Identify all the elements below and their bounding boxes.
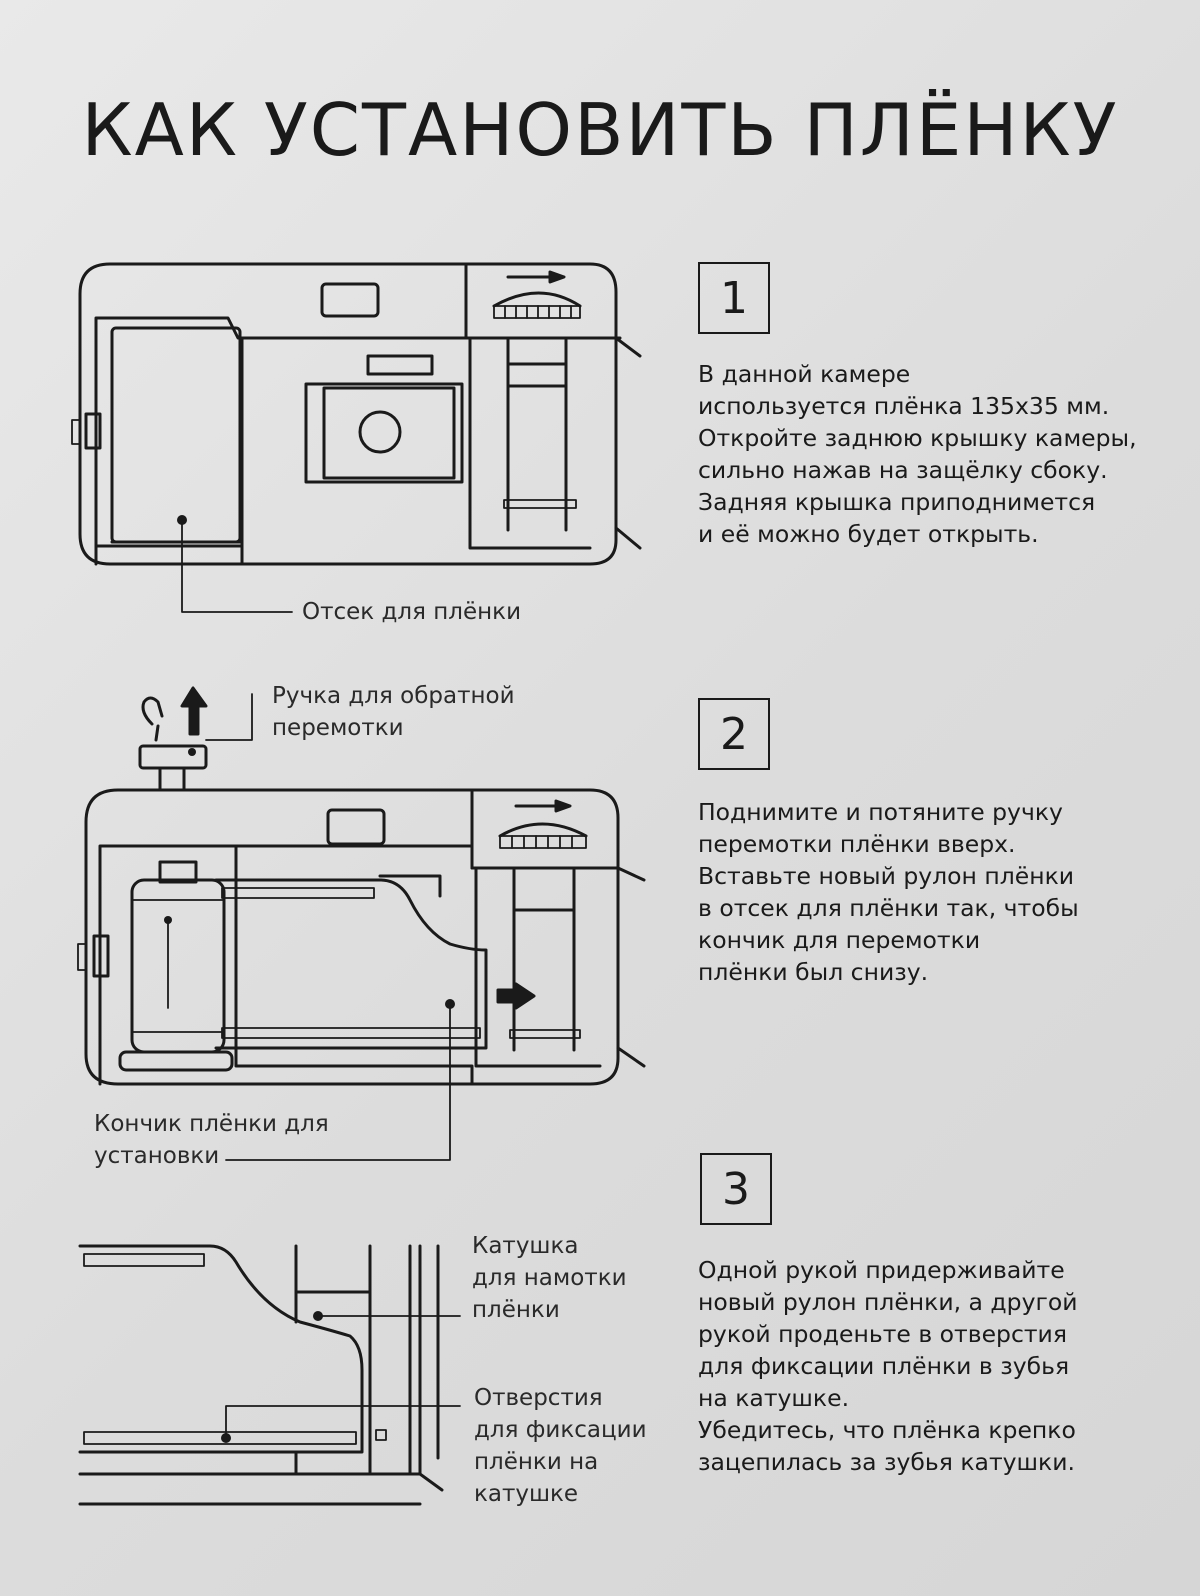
step-1-number: 1 <box>698 262 770 334</box>
label-sprocket-holes: Отверстия для фиксации плёнки на катушке <box>474 1385 647 1507</box>
label-film-compartment: Отсек для плёнки <box>302 599 522 625</box>
step-1-text: В данной камере используется плёнка 135x… <box>698 360 1137 548</box>
step-3-text: Одной рукой придерживайте новый рулон пл… <box>698 1256 1078 1476</box>
step-3-number: 3 <box>700 1153 772 1225</box>
label-rewind-knob: Ручка для обратной перемотки <box>272 683 515 741</box>
label-takeup-spool: Катушка для намотки плёнки <box>472 1233 627 1323</box>
step-2-text: Поднимите и потяните ручку перемотки плё… <box>698 798 1079 986</box>
step-2-number: 2 <box>698 698 770 770</box>
spool-diagram-step-3 <box>78 1244 461 1506</box>
camera-diagram-step-2 <box>77 686 646 1161</box>
label-film-tip: Кончик плёнки для установки <box>94 1111 329 1169</box>
camera-diagram-step-1 <box>71 262 642 613</box>
page-title: КАК УСТАНОВИТЬ ПЛЁНКУ <box>81 88 1119 172</box>
